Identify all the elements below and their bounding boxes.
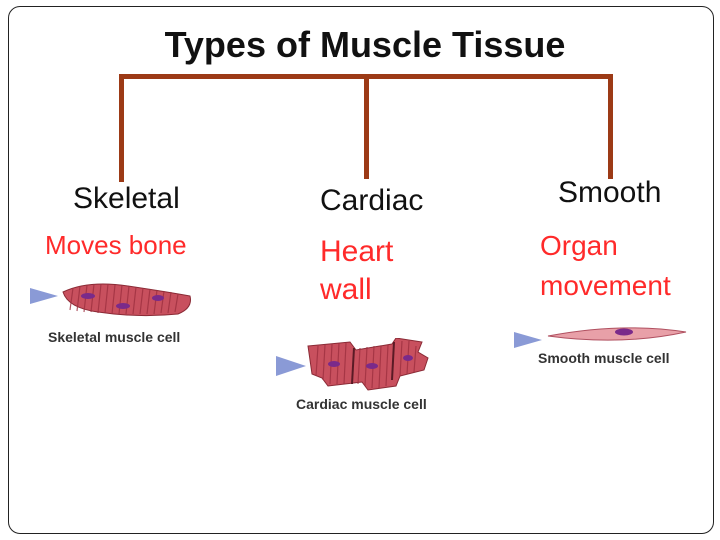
smooth-caption: Smooth muscle cell bbox=[538, 350, 670, 366]
cardiac-label: Cardiac bbox=[320, 184, 424, 217]
intercalated-disc bbox=[391, 341, 395, 381]
skeletal-cell-body bbox=[62, 283, 191, 317]
skeletal-description: Moves bone bbox=[45, 230, 187, 260]
nucleus-icon bbox=[366, 363, 378, 369]
connector-cardiac bbox=[364, 74, 369, 179]
intercalated-disc bbox=[351, 347, 355, 385]
nucleus-icon bbox=[81, 293, 95, 299]
nucleus-icon bbox=[403, 355, 413, 361]
skeletal-muscle-cell-illustration bbox=[30, 283, 191, 317]
connector-smooth bbox=[608, 74, 613, 179]
pointer-arrow-icon bbox=[30, 288, 58, 304]
slide-title: Types of Muscle Tissue bbox=[164, 24, 566, 65]
nucleus-icon bbox=[152, 295, 164, 301]
skeletal-label: Skeletal bbox=[73, 182, 180, 215]
nucleus-icon bbox=[116, 303, 130, 309]
cardiac-muscle-cell-illustration bbox=[276, 338, 429, 391]
cardiac-description: Heart wall bbox=[320, 235, 394, 306]
nucleus-icon bbox=[615, 328, 633, 336]
cardiac-caption: Cardiac muscle cell bbox=[296, 396, 427, 412]
pointer-arrow-icon bbox=[276, 356, 306, 376]
smooth-label: Smooth bbox=[558, 176, 662, 209]
skeletal-caption: Skeletal muscle cell bbox=[48, 329, 181, 345]
connector-skeletal bbox=[119, 74, 124, 182]
pointer-arrow-icon bbox=[514, 332, 542, 348]
smooth-description: Organ movement bbox=[540, 230, 671, 301]
nucleus-icon bbox=[328, 361, 340, 367]
slide-frame bbox=[8, 6, 714, 534]
smooth-muscle-cell-illustration bbox=[514, 327, 687, 348]
